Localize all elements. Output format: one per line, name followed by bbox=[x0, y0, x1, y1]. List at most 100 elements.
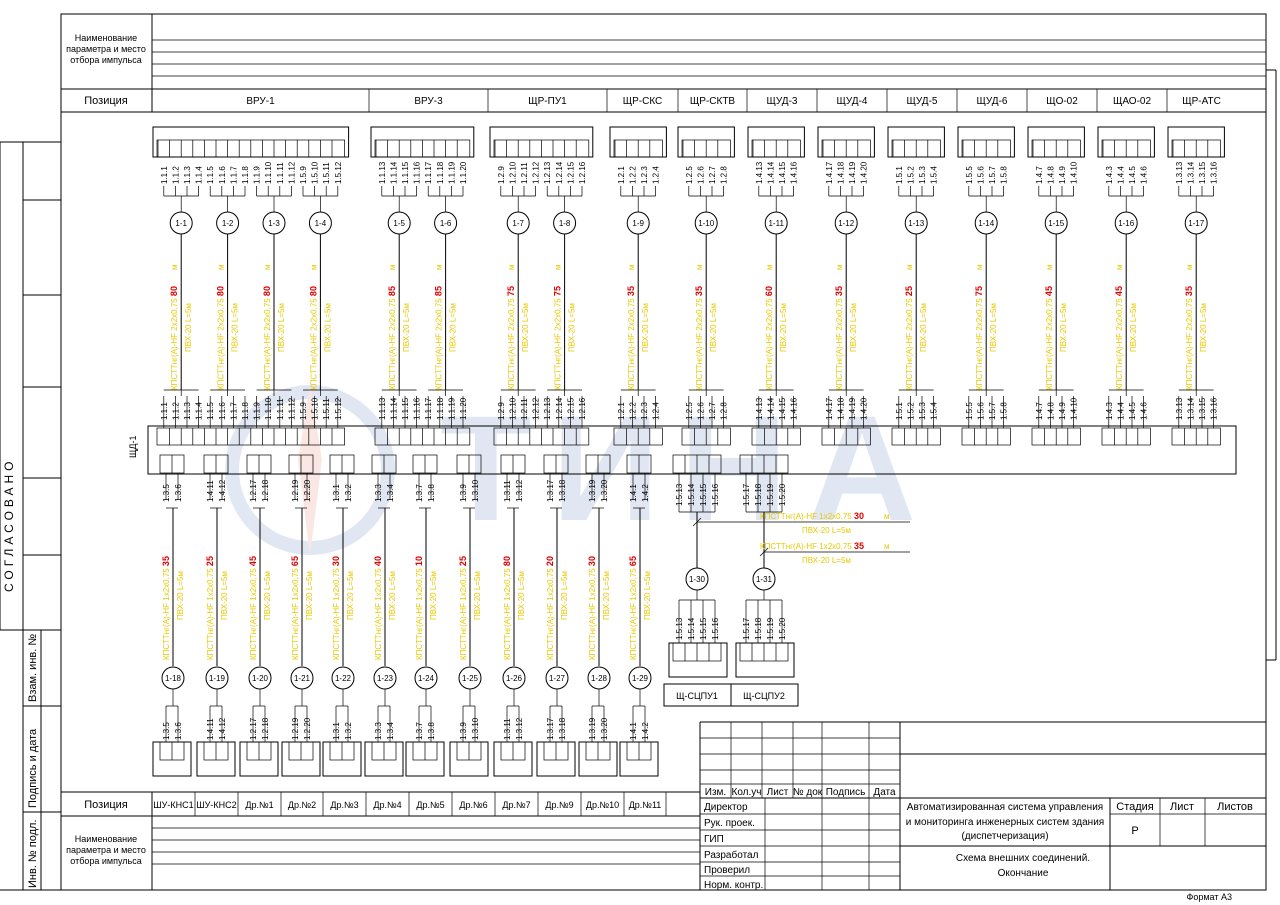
bottom-position-6: Др.№5 bbox=[416, 800, 444, 810]
position-3: ЩР-СКС bbox=[623, 96, 663, 107]
top-terminal-label: 1.1.7 bbox=[229, 166, 238, 184]
cable-type-label: КПСТТнг(А)-HF 1х2х0,75 25 bbox=[205, 556, 215, 660]
cable-id: 1-10 bbox=[698, 219, 715, 228]
position-6: ЩУД-4 bbox=[837, 96, 868, 107]
conduit-label: ПВХ-20 L=5м bbox=[521, 303, 530, 352]
device-terminal-label: 1.4.2 bbox=[641, 722, 650, 740]
position-10: ЩАО-02 bbox=[1113, 96, 1151, 107]
title-block-column-5: Дата bbox=[873, 787, 896, 798]
top-terminal-label: 1.1.19 bbox=[447, 161, 456, 184]
conduit-label: ПВХ-20 L=5м bbox=[1199, 303, 1208, 352]
panel-terminal-label: 1.2.16 bbox=[578, 397, 587, 420]
bottom-terminal-label: 1.5.13 bbox=[675, 483, 684, 506]
sc-cable-1-31: 1.5.171.5.171.5.181.5.181.5.191.5.191.5.… bbox=[730, 473, 910, 707]
top-terminal-label: 1.1.9 bbox=[253, 166, 262, 184]
bottom-position-0: ШУ-КНС1 bbox=[153, 800, 193, 810]
panel-terminal-label: 1.1.17 bbox=[424, 397, 433, 420]
conduit-label: ПВХ-20 L=5м bbox=[220, 571, 229, 620]
cable-type-label: КПСТТнг(А)-HF 2х2х0,75 35м bbox=[834, 265, 844, 390]
bottom-terminal-label: 1.3.10 bbox=[471, 479, 480, 502]
top-terminal-label: 1.4.13 bbox=[755, 161, 764, 184]
panel-terminal-label: 1.4.3 bbox=[1105, 402, 1114, 420]
bottom-terminal-label: 1.5.19 bbox=[766, 483, 775, 506]
panel-terminal-label: 1.1.3 bbox=[183, 402, 192, 420]
top-terminal-label: 1.4.4 bbox=[1116, 166, 1125, 184]
panel-terminal-label: 1.5.7 bbox=[988, 402, 997, 420]
cable-id: 1-24 bbox=[418, 674, 435, 683]
device-terminal-label: 1.5.13 bbox=[675, 617, 684, 640]
conduit-label: ПВХ-20 L=5м bbox=[802, 526, 851, 535]
bottom-position-7: Др.№6 bbox=[459, 800, 487, 810]
left-margin-strip: СОГЛАСОВАНО Взам. инв. № Подпись и дата … bbox=[0, 141, 61, 891]
cable-id: 1-4 bbox=[315, 219, 327, 228]
top-terminal-label: 1.1.3 bbox=[183, 166, 192, 184]
panel-terminal-label: 1.4.16 bbox=[790, 397, 799, 420]
panel-terminal-label: 1.5.6 bbox=[976, 402, 985, 420]
conduit-label: ПВХ-20 L=5м bbox=[709, 303, 718, 352]
bottom-terminal-label: 1.3.17 bbox=[546, 479, 555, 502]
cable-id: 1-23 bbox=[377, 674, 394, 683]
cable-id: 1-6 bbox=[440, 219, 452, 228]
cable-type-label: КПСТТнг(А)-HF 2х2х0,75 75м bbox=[506, 265, 516, 390]
top-terminal-label: 1.4.17 bbox=[825, 161, 834, 184]
panel-terminal-label: 1.2.12 bbox=[532, 397, 541, 420]
sheets-label: Листов bbox=[1217, 801, 1253, 813]
bottom-terminal-label: 1.3.3 bbox=[374, 484, 383, 502]
project-title-line-2: и мониторинга инженерных систем здания bbox=[906, 817, 1104, 828]
bottom-cable-1-19: 1.4.111.4.111.4.121.4.121-19КПСТТнг(А)-H… bbox=[196, 473, 236, 777]
bottom-terminal-label: 1.5.17 bbox=[742, 483, 751, 506]
device-terminal-label: 1.3.12 bbox=[515, 717, 524, 740]
bottom-terminal-label: 1.3.9 bbox=[459, 484, 468, 502]
top-terminal-label: 1.4.6 bbox=[1140, 166, 1149, 184]
sc-cables: 1.5.131.5.131.5.141.5.141.5.151.5.151.5.… bbox=[663, 473, 910, 707]
cable-id: 1-26 bbox=[506, 674, 523, 683]
bottom-cable-1-20: 1.2.171.2.171.2.181.2.181-20КПСТТнг(А)-H… bbox=[239, 473, 279, 777]
bottom-cable-1-26: 1.3.111.3.111.3.121.3.121-26КПСТТнг(А)-H… bbox=[493, 473, 533, 777]
bottom-terminal-label: 1.2.18 bbox=[261, 479, 270, 502]
top-terminal-label: 1.5.1 bbox=[895, 166, 904, 184]
top-terminal-label: 1.2.10 bbox=[508, 161, 517, 184]
panel-terminal-label: 1.3.14 bbox=[1186, 397, 1195, 420]
position-8: ЩУД-6 bbox=[977, 96, 1008, 107]
device-terminal-label: 1.2.20 bbox=[303, 717, 312, 740]
cable-id: 1-11 bbox=[768, 219, 784, 228]
top-terminal-label: 1.5.12 bbox=[334, 161, 343, 184]
panel-terminal-label: 1.4.8 bbox=[1046, 402, 1055, 420]
cable-id: 1-12 bbox=[838, 219, 855, 228]
panel-terminal-label: 1.5.11 bbox=[322, 398, 331, 420]
cable-id: 1-1 bbox=[175, 219, 187, 228]
cable-type-label: КПСТТнг(А)-HF 2х2х0,75 25м bbox=[904, 265, 914, 390]
bottom-terminal-label: 1.5.18 bbox=[754, 483, 763, 506]
top-terminal-label: 1.1.18 bbox=[436, 161, 445, 184]
top-terminal-label: 1.1.11 bbox=[276, 162, 285, 184]
device-terminal-label: 1.3.17 bbox=[546, 717, 555, 740]
panel-terminal-label: 1.3.15 bbox=[1198, 397, 1207, 420]
cable-type-label: КПСТТнг(А)-HF 1х2х0,75 35 bbox=[161, 556, 171, 660]
panel-label: ЩД-1 bbox=[128, 435, 138, 458]
panel-terminal-label: 1.1.7 bbox=[229, 402, 238, 420]
device-terminal-label: 1.3.4 bbox=[386, 722, 395, 740]
podpis-data-label: Подпись и дата bbox=[27, 728, 39, 808]
device-terminal-label: 1.3.18 bbox=[558, 717, 567, 740]
cable-type-label: КПСТТнг(А)-HF 2х2х0,75 35м bbox=[1184, 265, 1194, 390]
bottom-terminal-label: 1.3.6 bbox=[174, 484, 183, 502]
cable-type-label: КПСТТнг(А)-HF 1х2х0,75 25 bbox=[458, 556, 468, 660]
cable-type-label: КПСТТнг(А)-HF 1х2х0,75 40 bbox=[373, 556, 383, 660]
device-terminal-label: 1.3.7 bbox=[415, 722, 424, 740]
cable-type-label: КПСТТнг(А)-HF 1х2х0,75 45 bbox=[248, 556, 258, 660]
cable-id: 1-5 bbox=[393, 219, 405, 228]
top-terminal-label: 1.5.3 bbox=[918, 166, 927, 184]
bottom-cable-1-27: 1.3.171.3.171.3.181.3.181-27КПСТТнг(А)-H… bbox=[536, 473, 576, 777]
conduit-label: ПВХ-20 L=5м bbox=[517, 571, 526, 620]
